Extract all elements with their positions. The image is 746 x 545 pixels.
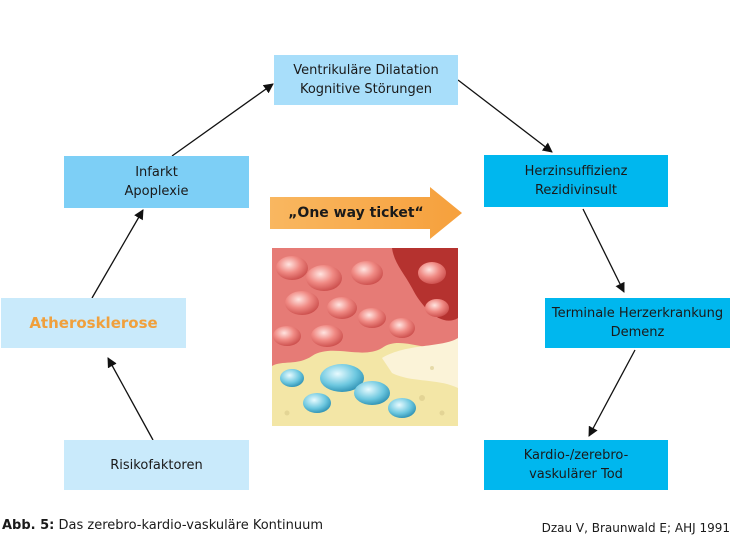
node-ventrikulaere-dilatation: Ventrikuläre Dilatation Kognitive Störun… [274, 55, 458, 105]
arrow-terminale-to-tod [588, 349, 636, 437]
node-atherosklerose: Atherosklerose [1, 298, 186, 348]
arrow-infarkt-to-ventrikulaer [171, 83, 274, 157]
figure-caption: Abb. 5: Das zerebro-kardio-vaskuläre Kon… [2, 518, 323, 533]
node-infarkt: Infarkt Apoplexie [64, 156, 249, 208]
arrow-herzinsuff-to-terminale [582, 208, 625, 293]
node-risikofaktoren: Risikofaktoren [64, 440, 249, 490]
node-line: Demenz [610, 325, 665, 340]
node-line: Kognitive Störungen [299, 82, 433, 97]
node-line: Rezidivinsult [534, 183, 617, 198]
node-line: Kardio-/zerebro- [523, 448, 629, 463]
node-line: Apoplexie [124, 184, 189, 199]
source-citation: Dzau V, Braunwald E; AHJ 1991 [541, 521, 730, 535]
node-line-highlight: Atherosklerose [29, 313, 158, 332]
node-line: Infarkt [135, 165, 178, 180]
node-terminale-herzerkrankung: Terminale Herzerkrankung Demenz [545, 298, 730, 348]
node-line: Terminale Herzerkrankung [551, 306, 724, 321]
arrow-athero-to-infarkt [91, 209, 144, 299]
atherosclerosis-illustration [272, 248, 458, 426]
illustration-image [272, 248, 458, 426]
one-way-ticket-label: „One way ticket“ [288, 205, 424, 221]
caption-label: Abb. 5: [2, 518, 55, 533]
one-way-ticket-arrow: „One way ticket“ [270, 187, 462, 239]
orange-arrow-shape [270, 187, 462, 239]
caption-text: Das zerebro-kardio-vaskuläre Kontinuum [54, 518, 323, 533]
arrow-risiko-to-athero [107, 357, 154, 441]
node-kardio-vaskulaerer-tod: Kardio-/zerebro- vaskulärer Tod [484, 440, 668, 490]
node-line: Risikofaktoren [110, 457, 203, 473]
node-line: Ventrikuläre Dilatation [293, 63, 439, 78]
node-line: Herzinsuffizienz [524, 164, 628, 179]
node-line: vaskulärer Tod [529, 467, 623, 482]
arrow-ventrikulaer-to-herzinsuff [457, 79, 553, 153]
node-herzinsuffizienz: Herzinsuffizienz Rezidivinsult [484, 155, 668, 207]
